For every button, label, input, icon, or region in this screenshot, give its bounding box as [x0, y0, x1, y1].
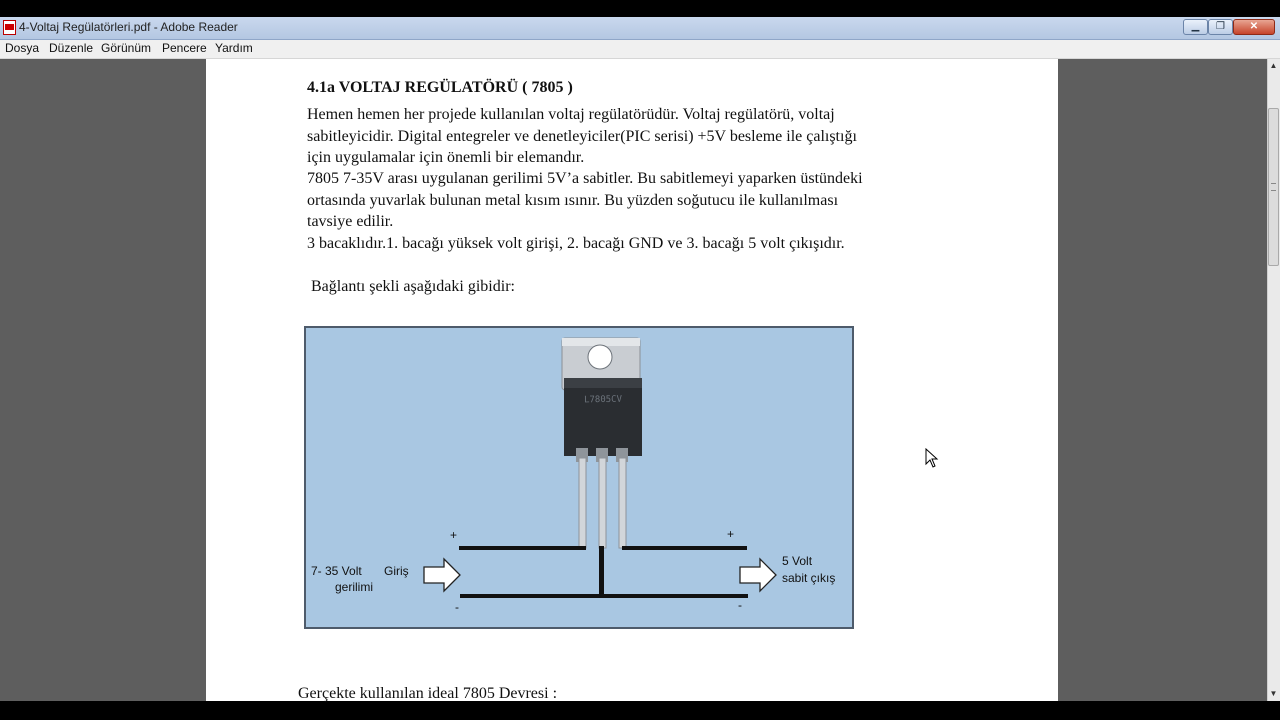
- minus-rail: [460, 594, 748, 598]
- input-voltage-label-2: gerilimi: [335, 580, 374, 594]
- menu-bar: Dosya Düzenle Görünüm Pencere Yardım: [0, 40, 1280, 59]
- output-voltage-label-2: sabit çıkış: [782, 571, 836, 585]
- output-leg: [618, 457, 627, 549]
- close-button[interactable]: ✕: [1233, 19, 1275, 35]
- paragraph-line: Hemen hemen her projede kullanılan volta…: [307, 106, 835, 123]
- menu-duzenle[interactable]: Düzenle: [49, 41, 94, 55]
- menu-gorunum[interactable]: Görünüm: [101, 41, 152, 55]
- input-voltage-label: 7- 35 Volt: [311, 564, 362, 578]
- paragraph-line: tavsiye edilir.: [307, 213, 394, 230]
- regulator-illustration: [423, 337, 777, 598]
- plus-sign-output: +: [727, 527, 735, 541]
- chip-marking: L7805CV: [583, 394, 623, 406]
- window-title: 4-Voltaj Regülatörleri.pdf - Adobe Reade…: [19, 20, 238, 34]
- output-plus-wire: [622, 546, 747, 550]
- paragraph-line: 3 bacaklıdır.1. bacağı yüksek volt giriş…: [307, 235, 845, 252]
- mounting-hole: [587, 344, 613, 370]
- ground-leg: [598, 457, 607, 549]
- mouse-pointer-icon: [925, 448, 939, 468]
- maximize-button[interactable]: ❐: [1208, 19, 1233, 35]
- menu-pencere[interactable]: Pencere: [162, 41, 207, 55]
- connection-caption: Bağlantı şekli aşağıdaki gibidir:: [311, 278, 515, 295]
- menu-yardim[interactable]: Yardım: [215, 41, 253, 55]
- plus-sign-input: +: [450, 528, 458, 542]
- output-arrow-icon: [739, 557, 777, 593]
- minimize-button[interactable]: ▁: [1183, 19, 1208, 35]
- paragraph-line: sabitleyicidir. Digital entegreler ve de…: [307, 128, 857, 145]
- minus-sign-input: -: [455, 600, 459, 614]
- paragraph-line: için uygulamalar için önemli bir elemand…: [307, 149, 585, 166]
- scroll-up-arrow-icon[interactable]: ▲: [1269, 61, 1278, 70]
- scroll-down-arrow-icon[interactable]: ▼: [1269, 689, 1278, 698]
- menu-dosya[interactable]: Dosya: [5, 41, 40, 55]
- input-word-label: Giriş: [384, 564, 409, 578]
- regulator-diagram: L7805CV + + - - 7- 35 Volt Giriş gerilim…: [304, 326, 854, 629]
- output-voltage-label: 5 Volt: [782, 554, 813, 568]
- ground-wire: [599, 546, 604, 598]
- input-plus-wire: [459, 546, 586, 550]
- minus-sign-output: -: [738, 598, 742, 612]
- paragraph-line: ortasında yuvarlak bulunan metal kısım ı…: [307, 192, 839, 209]
- scrollbar-thumb[interactable]: [1268, 108, 1279, 266]
- paragraph-line: 7805 7-35V arası uygulanan gerilimi 5V’a…: [307, 170, 863, 187]
- pdf-app-icon: [3, 20, 16, 35]
- scrollbar-grip-icon: [1271, 183, 1276, 191]
- ideal-circuit-caption: Gerçekte kullanılan ideal 7805 Devresi :: [298, 685, 558, 702]
- input-arrow-icon: [423, 557, 461, 593]
- input-leg: [578, 457, 587, 549]
- title-bar: 4-Voltaj Regülatörleri.pdf - Adobe Reade…: [0, 17, 1280, 40]
- section-heading: 4.1a VOLTAJ REGÜLATÖRÜ ( 7805 ): [307, 79, 573, 96]
- chip-body: [564, 378, 642, 456]
